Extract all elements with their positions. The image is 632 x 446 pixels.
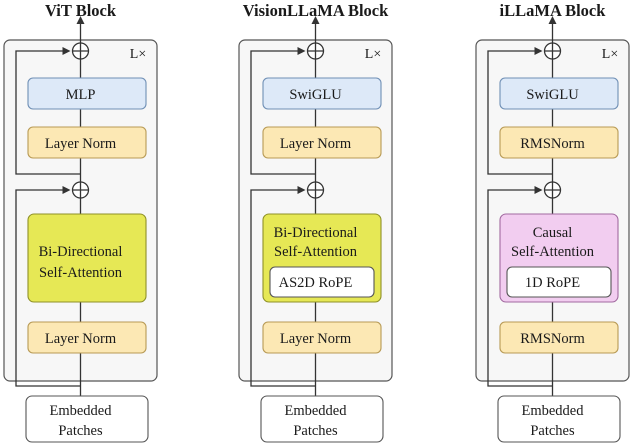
input-label-line2: Patches <box>58 423 103 439</box>
ffn-label: MLP <box>66 87 96 103</box>
ffn-label: SwiGLU <box>526 87 579 103</box>
input-label-line1: Embedded <box>521 403 584 419</box>
norm-top-box <box>27 126 147 159</box>
repeat-count-label: L× <box>602 47 618 62</box>
norm-top-box <box>262 126 382 159</box>
norm-bottom-box <box>262 321 382 354</box>
input-label-line2: Patches <box>530 423 575 439</box>
ffn-box <box>27 77 147 110</box>
ffn-box <box>262 77 382 110</box>
norm-top-label: RMSNorm <box>520 136 585 152</box>
norm-top-box <box>499 126 619 159</box>
norm-top-label: Layer Norm <box>45 136 117 152</box>
adder-plus <box>72 43 89 59</box>
block-title: ViT Block <box>45 1 117 20</box>
norm-bottom-label: Layer Norm <box>45 331 117 347</box>
residual-add-top <box>543 42 562 60</box>
norm-bottom-box <box>27 321 147 354</box>
residual-connection-upper <box>487 47 553 175</box>
residual-add-middle <box>306 181 325 199</box>
repeat-count-label: L× <box>365 47 381 62</box>
residual-connection-lower <box>487 186 553 387</box>
input-label-line1: Embedded <box>284 403 347 419</box>
input-label-line2: Patches <box>293 423 338 439</box>
attention-label-line1: Causal <box>533 225 572 241</box>
block-title: VisionLLaMA Block <box>243 1 389 20</box>
residual-connection-upper <box>250 47 316 175</box>
residual-add-middle <box>71 181 90 199</box>
norm-top-label: Layer Norm <box>280 136 352 152</box>
adder-plus <box>544 43 561 59</box>
residual-add-top <box>306 42 325 60</box>
attention-label-line1: Bi-Directional <box>274 225 358 241</box>
norm-bottom-label: Layer Norm <box>280 331 352 347</box>
residual-connection-upper <box>15 47 81 175</box>
input-label-line1: Embedded <box>49 403 112 419</box>
position-embedding-box <box>506 266 612 298</box>
block-title: iLLaMA Block <box>500 1 607 20</box>
position-embedding-box <box>269 266 375 298</box>
adder-plus <box>544 182 561 198</box>
input-box <box>260 395 384 443</box>
ffn-box <box>499 77 619 110</box>
ffn-label: SwiGLU <box>289 87 342 103</box>
residual-connection-lower <box>15 186 81 387</box>
adder-plus <box>307 182 324 198</box>
norm-bottom-label: RMSNorm <box>520 331 585 347</box>
attention-label-line1: Bi-Directional <box>39 244 123 260</box>
norm-bottom-box <box>499 321 619 354</box>
adder-plus <box>72 182 89 198</box>
repeat-count-label: L× <box>130 47 146 62</box>
adder-plus <box>307 43 324 59</box>
position-embedding-label: 1D RoPE <box>525 275 580 291</box>
residual-connection-lower <box>250 186 316 387</box>
residual-add-top <box>71 42 90 60</box>
position-embedding-label: AS2D RoPE <box>279 275 353 291</box>
attention-label-line2: Self-Attention <box>39 265 123 281</box>
input-box <box>497 395 621 443</box>
residual-add-middle <box>543 181 562 199</box>
attention-label-line2: Self-Attention <box>274 244 358 260</box>
input-box <box>25 395 149 443</box>
attention-box <box>27 213 147 303</box>
attention-label-line2: Self-Attention <box>511 244 595 260</box>
block-3: iLLaMA BlockL×SwiGLURMSNormCausalSelf-At… <box>475 1 630 443</box>
